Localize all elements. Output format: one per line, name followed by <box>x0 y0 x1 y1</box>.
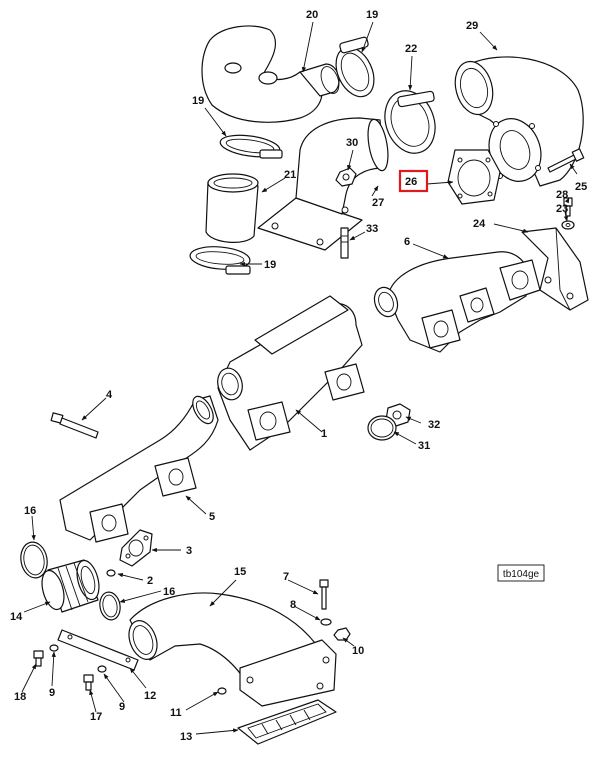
callout-15[interactable]: 15 <box>234 566 246 578</box>
callout-9[interactable]: 9 <box>49 687 55 699</box>
callout-1[interactable]: 1 <box>321 428 327 440</box>
part-19-clamp-low[interactable] <box>189 244 251 275</box>
callout-2[interactable]: 2 <box>147 575 153 587</box>
part-21-hose-sleeve[interactable] <box>205 173 259 243</box>
callout-26[interactable]: 26 <box>405 176 417 188</box>
callout-33[interactable]: 33 <box>366 223 378 235</box>
part-19-clamp-top[interactable] <box>329 36 382 103</box>
part-2-plug[interactable] <box>106 569 116 577</box>
callout-27[interactable]: 27 <box>372 197 384 209</box>
callout-9[interactable]: 9 <box>119 701 125 713</box>
callout-3[interactable]: 3 <box>186 545 192 557</box>
part-9-washer-left[interactable] <box>49 644 59 652</box>
part-25-stud[interactable] <box>547 148 585 173</box>
part-11-plug[interactable] <box>217 687 227 695</box>
callout-13[interactable]: 13 <box>180 731 192 743</box>
callout-5[interactable]: 5 <box>209 511 215 523</box>
callout-11[interactable]: 11 <box>170 707 182 719</box>
callout-28[interactable]: 28 <box>556 189 568 201</box>
leader-lines <box>21 21 578 735</box>
callout-21[interactable]: 21 <box>284 169 296 181</box>
callout-8[interactable]: 8 <box>290 599 296 611</box>
part-18-capscrew[interactable] <box>33 650 44 667</box>
reference-code: tb104ge <box>503 569 540 580</box>
part-5-front-manifold[interactable] <box>59 393 219 543</box>
callout-23[interactable]: 23 <box>556 203 568 215</box>
callout-4[interactable]: 4 <box>106 389 113 401</box>
callout-16[interactable]: 16 <box>163 586 175 598</box>
part-9-washer-right[interactable] <box>97 665 107 673</box>
callout-10[interactable]: 10 <box>352 645 364 657</box>
callout-25[interactable]: 25 <box>575 181 587 193</box>
part-1-center-manifold[interactable] <box>214 295 365 451</box>
part-23-washer[interactable] <box>561 220 575 230</box>
callout-20[interactable]: 20 <box>306 9 318 21</box>
callout-14[interactable]: 14 <box>10 611 23 623</box>
part-29-turbo-elbow[interactable] <box>450 56 584 189</box>
part-14-connector[interactable] <box>38 558 103 613</box>
callout-17[interactable]: 17 <box>90 711 102 723</box>
callout-labels: 20 19 29 22 19 21 30 26 27 25 28 23 24 3… <box>10 9 587 743</box>
callout-19[interactable]: 19 <box>264 259 276 271</box>
callout-19[interactable]: 19 <box>366 9 378 21</box>
part-10-nut[interactable] <box>333 627 351 641</box>
part-26-gasket[interactable] <box>447 149 501 205</box>
callout-29[interactable]: 29 <box>466 20 478 32</box>
callout-24[interactable]: 24 <box>473 218 486 230</box>
part-17-capscrew[interactable] <box>83 674 94 691</box>
callout-18[interactable]: 18 <box>14 691 26 703</box>
callout-12[interactable]: 12 <box>144 690 156 702</box>
part-13-gasket[interactable] <box>237 699 337 745</box>
callout-31[interactable]: 31 <box>418 440 430 452</box>
reference-code-box: tb104ge <box>497 564 545 582</box>
part-27-riser-pipe[interactable] <box>257 117 391 251</box>
part-6-rear-manifold[interactable] <box>371 251 541 353</box>
highlight-box <box>398 169 429 193</box>
part-24-bracket[interactable] <box>521 227 589 311</box>
part-33-stud[interactable] <box>340 227 349 259</box>
part-16-o-ring-left[interactable] <box>18 540 50 580</box>
callout-19[interactable]: 19 <box>192 95 204 107</box>
part-22-vband-clamp[interactable] <box>377 84 444 161</box>
callout-7[interactable]: 7 <box>283 571 289 583</box>
part-4-capscrew[interactable] <box>50 412 99 439</box>
part-31-o-ring[interactable] <box>367 415 397 441</box>
part-12-strap[interactable] <box>57 629 139 671</box>
part-20-elbow-pipe[interactable] <box>201 25 342 123</box>
callout-30[interactable]: 30 <box>346 137 358 149</box>
part-8-washer[interactable] <box>320 618 332 626</box>
part-15-lower-elbow[interactable] <box>124 592 337 707</box>
part-16-o-ring-right[interactable] <box>98 590 123 621</box>
part-7-capscrew[interactable] <box>319 579 329 610</box>
callout-16[interactable]: 16 <box>24 505 36 517</box>
callout-32[interactable]: 32 <box>428 419 440 431</box>
callout-6[interactable]: 6 <box>404 236 410 248</box>
callout-22[interactable]: 22 <box>405 43 417 55</box>
part-3-gasket[interactable] <box>119 529 153 567</box>
part-19-clamp-mid[interactable] <box>219 132 283 160</box>
